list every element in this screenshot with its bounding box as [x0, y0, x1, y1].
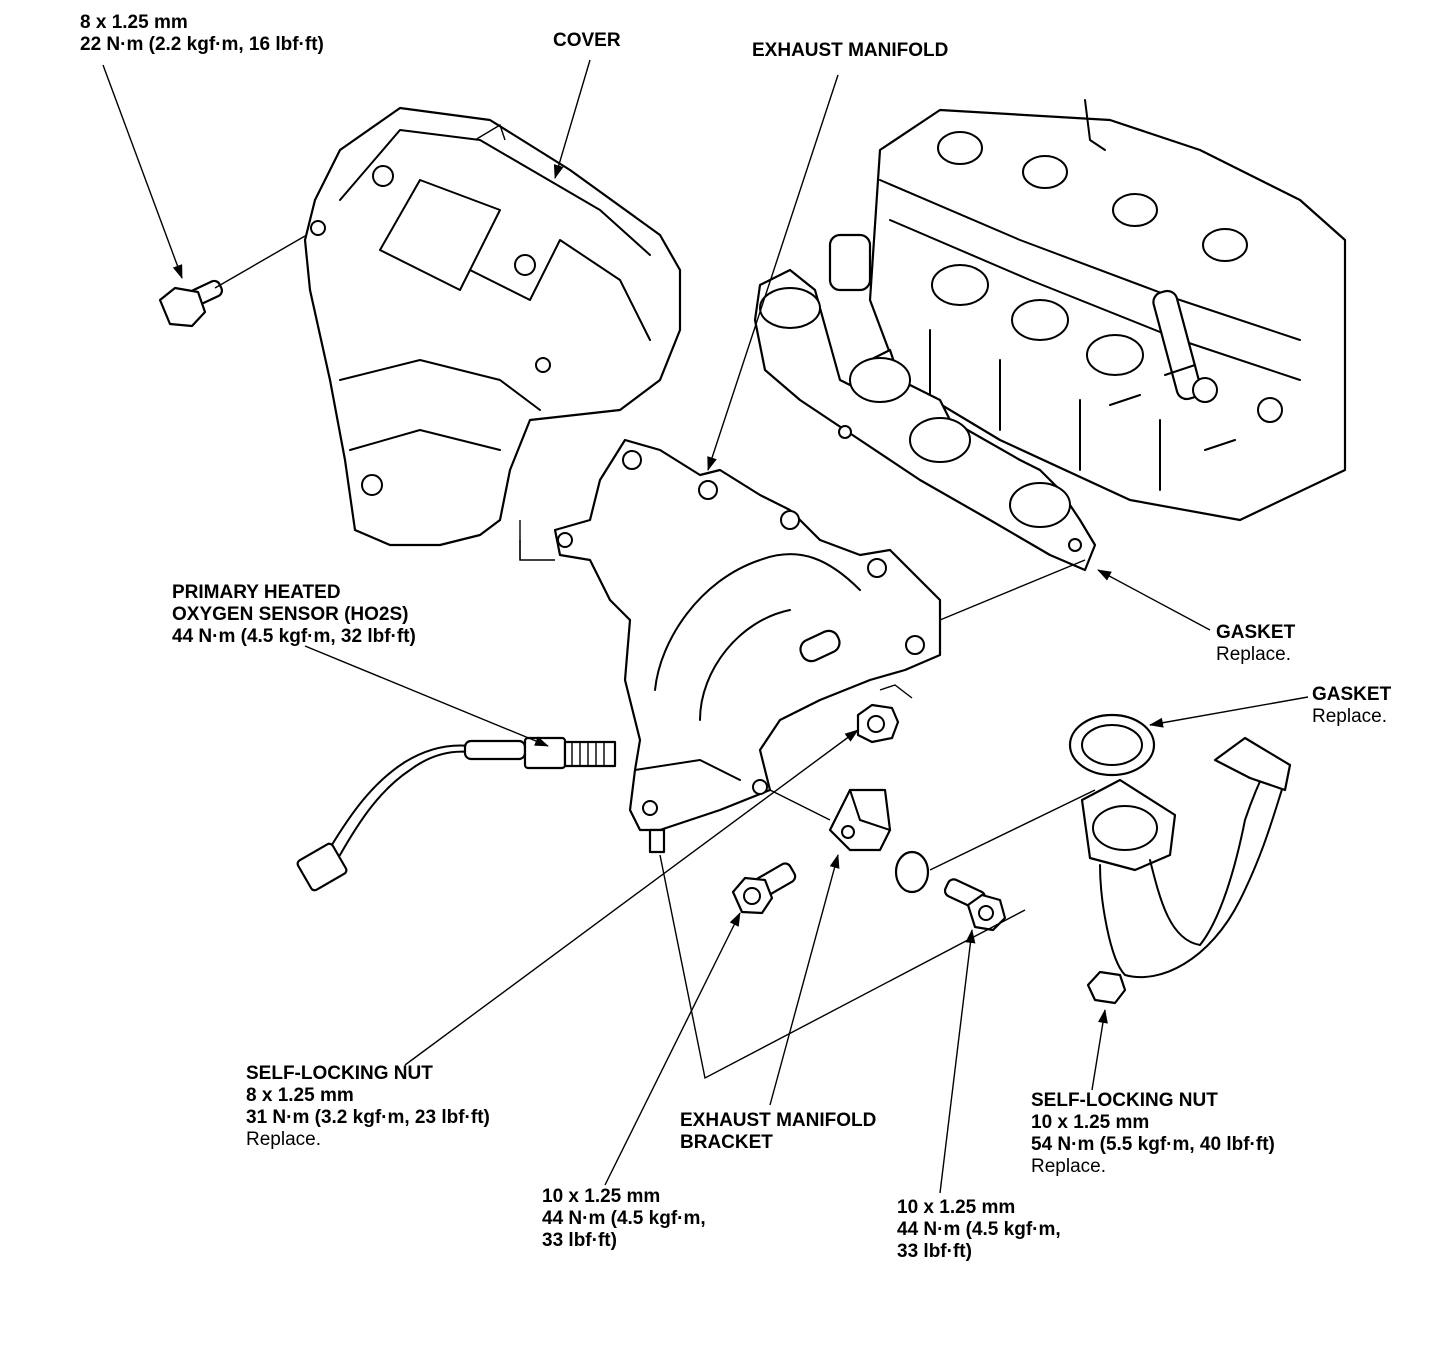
exhaust-manifold-title: EXHAUST MANIFOLD: [752, 40, 949, 61]
nut-8-torque: 31 N·m (3.2 kgf·m, 23 lbf·ft): [246, 1107, 490, 1128]
bolt-left-size: 10 x 1.25 mm: [542, 1186, 661, 1207]
nut-10-title: SELF-LOCKING NUT: [1031, 1090, 1218, 1111]
self-locking-nut-8-part: [856, 703, 900, 744]
label-self-locking-nut-10: SELF-LOCKING NUT 10 x 1.25 mm 54 N·m (5.…: [1031, 1090, 1275, 1178]
gasket-lower-note: Replace.: [1312, 706, 1387, 727]
nut-10-note: Replace.: [1031, 1156, 1106, 1177]
cover-bolt-size: 8 x 1.25 mm: [80, 12, 188, 33]
bolt-right-torque-1: 44 N·m (4.5 kgf·m,: [897, 1219, 1061, 1240]
exhaust-manifold-part: [553, 438, 942, 854]
nut-8-note: Replace.: [246, 1129, 321, 1150]
cylinder-head: [828, 99, 1347, 522]
bolt-right-size: 10 x 1.25 mm: [897, 1197, 1016, 1218]
manifold-cover: [303, 106, 682, 561]
bolt-left-torque-1: 44 N·m (4.5 kgf·m,: [542, 1208, 706, 1229]
oxygen-sensor-part: [296, 736, 617, 892]
bracket-title-2: BRACKET: [680, 1132, 773, 1153]
nut-8-size: 8 x 1.25 mm: [246, 1085, 354, 1106]
bracket-title-1: EXHAUST MANIFOLD: [680, 1110, 877, 1131]
nut-10-size: 10 x 1.25 mm: [1031, 1112, 1150, 1133]
gasket-lower-title: GASKET: [1312, 684, 1392, 705]
label-gasket-upper: GASKET Replace.: [1216, 622, 1295, 666]
label-cover-bolt: 8 x 1.25 mm 22 N·m (2.2 kgf·m, 16 lbf·ft…: [80, 12, 324, 56]
gasket-upper-part: [753, 268, 1097, 572]
bolt-10-right-part: [943, 878, 1007, 932]
label-self-locking-nut-8: SELF-LOCKING NUT 8 x 1.25 mm 31 N·m (3.2…: [246, 1063, 490, 1151]
o2-sensor-torque: 44 N·m (4.5 kgf·m, 32 lbf·ft): [172, 626, 416, 647]
washer-part: [894, 850, 930, 894]
self-locking-nut-10-part: [1086, 970, 1127, 1005]
gasket-lower-part: [1068, 713, 1156, 777]
nut-8-title: SELF-LOCKING NUT: [246, 1063, 433, 1084]
label-bolt-10-left: 10 x 1.25 mm 44 N·m (4.5 kgf·m, 33 lbf·f…: [542, 1186, 706, 1252]
label-cover: COVER: [553, 30, 621, 52]
label-exhaust-manifold: EXHAUST MANIFOLD: [752, 40, 948, 62]
callout-arrows: [102, 59, 1309, 1194]
cover-bolt-part: [158, 279, 224, 328]
gasket-upper-note: Replace.: [1216, 644, 1291, 665]
leader-lines: [214, 235, 1096, 1080]
cover-title: COVER: [553, 30, 621, 51]
bolt-10-left-part: [731, 862, 797, 915]
cover-bolt-torque: 22 N·m (2.2 kgf·m, 16 lbf·ft): [80, 34, 324, 55]
label-manifold-bracket: EXHAUST MANIFOLD BRACKET: [680, 1110, 876, 1154]
label-o2-sensor: PRIMARY HEATED OXYGEN SENSOR (HO2S) 44 N…: [172, 582, 416, 648]
o2-sensor-title-2: OXYGEN SENSOR (HO2S): [172, 604, 409, 625]
bolt-right-torque-2: 33 lbf·ft): [897, 1241, 972, 1262]
gasket-upper-title: GASKET: [1216, 622, 1296, 643]
nut-10-torque: 54 N·m (5.5 kgf·m, 40 lbf·ft): [1031, 1134, 1275, 1155]
manifold-bracket-part: [828, 788, 892, 852]
o2-sensor-title-1: PRIMARY HEATED: [172, 582, 341, 603]
label-bolt-10-right: 10 x 1.25 mm 44 N·m (4.5 kgf·m, 33 lbf·f…: [897, 1197, 1061, 1263]
bolt-left-torque-2: 33 lbf·ft): [542, 1230, 617, 1251]
label-gasket-lower: GASKET Replace.: [1312, 684, 1391, 728]
front-pipe-part: [1080, 736, 1292, 979]
